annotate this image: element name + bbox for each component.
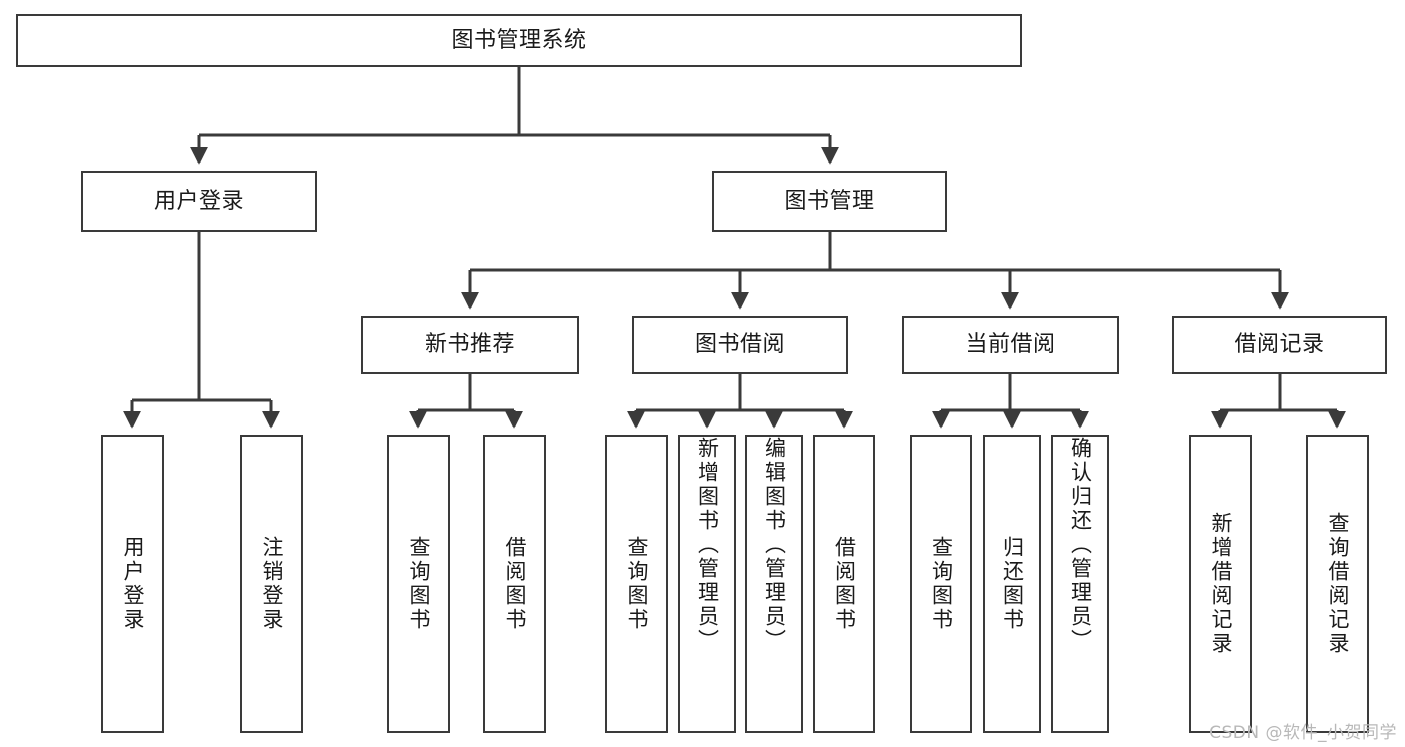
leaf-edit-book[interactable]: 编辑图书（管理员） <box>745 435 803 733</box>
node-root[interactable]: 图书管理系统 <box>16 14 1022 67</box>
node-current-borrow[interactable]: 当前借阅 <box>902 316 1119 374</box>
node-root-label: 图书管理系统 <box>451 27 587 53</box>
leaf-user-login[interactable]: 用户登录 <box>101 435 164 733</box>
watermark-text: CSDN @软件_小贺同学 <box>1209 723 1397 743</box>
leaf-borrow-book-rec-label: 借阅图书 <box>503 536 527 632</box>
node-user-login[interactable]: 用户登录 <box>81 171 317 232</box>
leaf-return-book-label: 归还图书 <box>1000 536 1025 632</box>
node-book-management[interactable]: 图书管理 <box>712 171 947 232</box>
node-current-borrow-label: 当前借阅 <box>965 332 1056 358</box>
leaf-query-borrow-record[interactable]: 查询借阅记录 <box>1306 435 1369 733</box>
leaf-query-book-borrow-label: 查询图书 <box>625 536 649 632</box>
leaf-query-book-current[interactable]: 查询图书 <box>910 435 972 733</box>
leaf-logout-label: 注销登录 <box>260 536 284 632</box>
leaf-borrow-book[interactable]: 借阅图书 <box>813 435 875 733</box>
leaf-confirm-return[interactable]: 确认归还（管理员） <box>1051 435 1109 733</box>
leaf-borrow-book-rec[interactable]: 借阅图书 <box>483 435 546 733</box>
node-new-book-recommend-label: 新书推荐 <box>424 332 515 358</box>
leaf-borrow-book-label: 借阅图书 <box>832 536 857 632</box>
leaf-add-borrow-record-label: 新增借阅记录 <box>1209 512 1233 656</box>
node-user-login-label: 用户登录 <box>153 188 244 214</box>
node-book-borrow[interactable]: 图书借阅 <box>632 316 848 374</box>
node-borrow-record-label: 借阅记录 <box>1234 332 1325 358</box>
leaf-query-borrow-record-label: 查询借阅记录 <box>1326 512 1350 656</box>
leaf-add-book[interactable]: 新增图书（管理员） <box>678 435 736 733</box>
leaf-add-book-label: 新增图书（管理员） <box>695 437 720 653</box>
leaf-confirm-return-label: 确认归还（管理员） <box>1068 437 1093 653</box>
node-book-borrow-label: 图书借阅 <box>694 332 785 358</box>
leaf-edit-book-label: 编辑图书（管理员） <box>762 437 787 653</box>
leaf-add-borrow-record[interactable]: 新增借阅记录 <box>1189 435 1252 733</box>
leaf-query-book-borrow[interactable]: 查询图书 <box>605 435 668 733</box>
leaf-query-book-rec[interactable]: 查询图书 <box>387 435 450 733</box>
leaf-user-login-label: 用户登录 <box>121 536 145 632</box>
leaf-return-book[interactable]: 归还图书 <box>983 435 1041 733</box>
leaf-query-book-current-label: 查询图书 <box>929 536 954 632</box>
leaf-logout[interactable]: 注销登录 <box>240 435 303 733</box>
node-new-book-recommend[interactable]: 新书推荐 <box>361 316 579 374</box>
node-borrow-record[interactable]: 借阅记录 <box>1172 316 1387 374</box>
leaf-query-book-rec-label: 查询图书 <box>407 536 431 632</box>
node-book-management-label: 图书管理 <box>784 188 875 214</box>
